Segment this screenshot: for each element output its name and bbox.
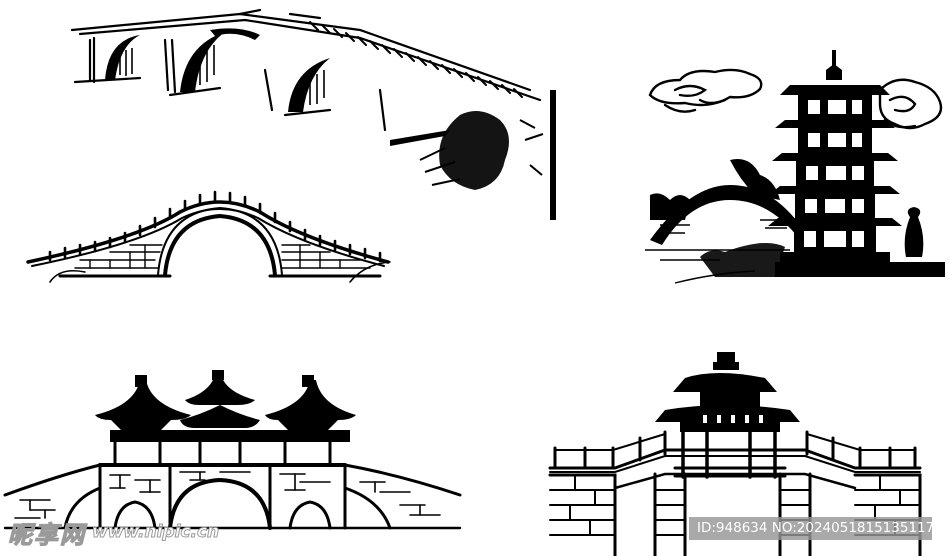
site-watermark: 昵享网 www.nipic.cn: [7, 518, 220, 549]
hump-back-bridge-illustration: [26, 190, 391, 283]
site-url-watermark: www.nipic.cn: [91, 522, 220, 543]
pagoda-with-bridge-illustration: [645, 50, 945, 284]
site-name-watermark: 昵享网: [7, 520, 86, 549]
image-id-watermark: ID:948634 NO:20240518151351172102: [689, 517, 932, 540]
five-pavilion-bridge-illustration: [3, 370, 462, 530]
stone-arch-bridge-perspective-illustration: [70, 8, 556, 220]
